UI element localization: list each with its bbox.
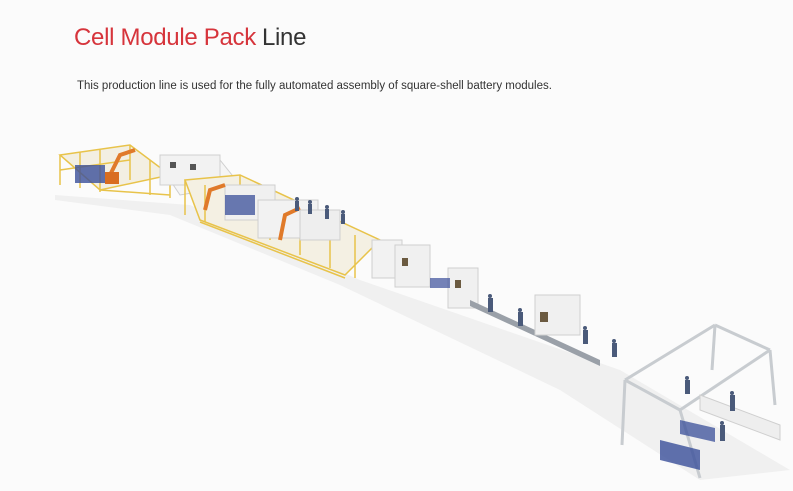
title-accent: Cell Module Pack [74, 24, 256, 51]
gantry-frame [620, 323, 777, 479]
output-conveyor [660, 376, 781, 470]
title-rest: Line [261, 24, 307, 51]
production-line-illustration [55, 144, 790, 480]
machine-row [371, 239, 617, 366]
page-description: This production line is used for the ful… [77, 80, 552, 92]
cell-loading-station [58, 144, 172, 198]
robot-cell [183, 174, 382, 279]
